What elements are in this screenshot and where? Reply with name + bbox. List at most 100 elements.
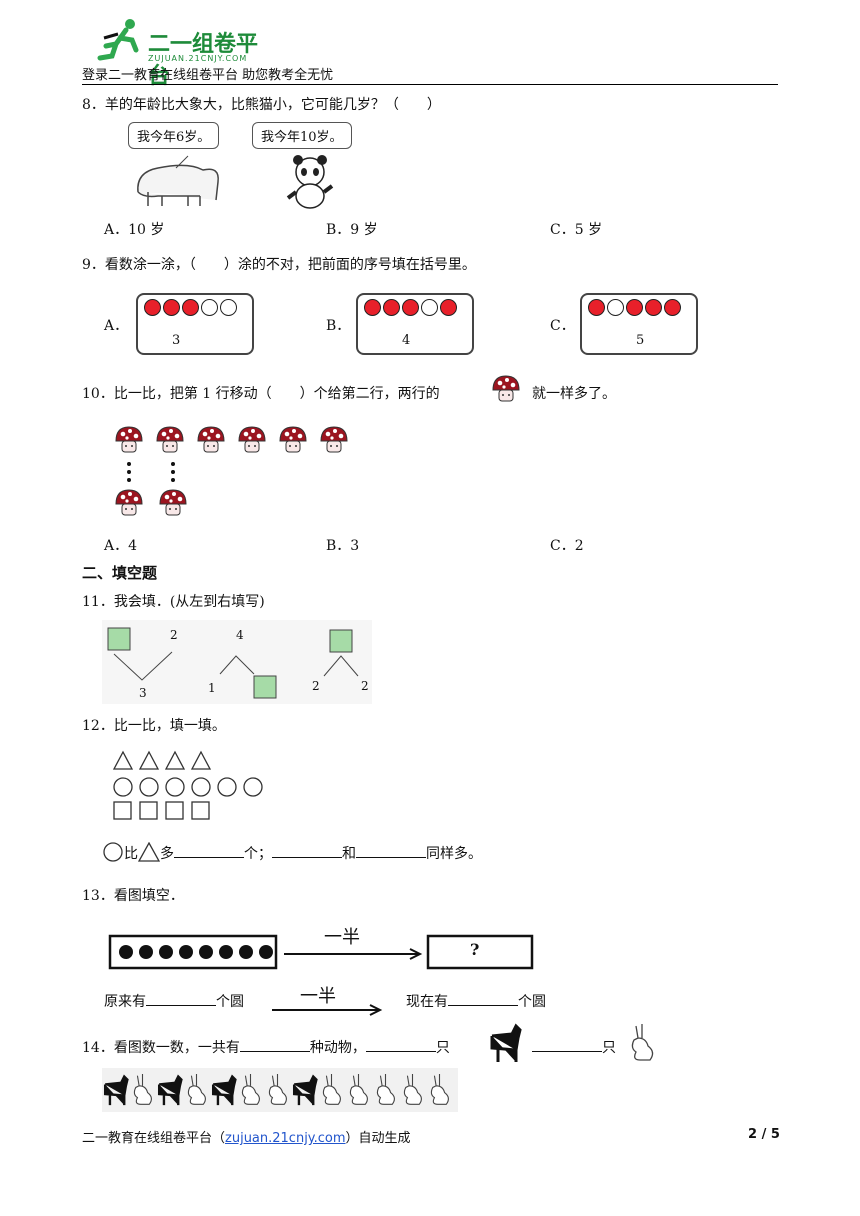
circle-icon [191, 777, 211, 797]
q14-blank-2[interactable] [365, 1039, 436, 1052]
circle-icon [217, 777, 237, 797]
square-icon [165, 801, 184, 820]
panda-icon [286, 155, 334, 209]
goat-icon [291, 1070, 318, 1114]
q9-option-c-label: C． [550, 318, 575, 334]
q13-arrow-label: 一半 [324, 927, 360, 948]
q8-option-b: B．9 岁 [326, 222, 378, 238]
triangle-icon [137, 841, 161, 862]
q12-fill-line: 比多个；和同样多。 [102, 841, 482, 863]
elephant-icon [137, 155, 219, 206]
mushroom-icon-row1 [155, 425, 185, 455]
q13-figure [108, 934, 534, 970]
square-icon [139, 801, 158, 820]
solid-dot [259, 945, 273, 959]
q13-question-mark: ? [470, 940, 480, 959]
q13-blank-1[interactable] [146, 993, 216, 1006]
rabbit-icon [264, 1070, 291, 1114]
logo: 二一组卷平台 ZUJUAN.21CNJY.COM [92, 16, 272, 89]
mushroom-icon-row1 [196, 425, 226, 455]
q13-arrow2 [272, 1004, 383, 1016]
q14-animal-row [102, 1068, 458, 1112]
rabbit-icon [372, 1070, 399, 1114]
q11-fig1-top-right: 2 [170, 628, 178, 642]
q9-text: 9．看数涂一涂，（ ）涂的不对，把前面的序号填在括号里。 [82, 257, 476, 273]
q14-blank-3[interactable] [532, 1039, 602, 1052]
q13-arrow-label-2: 一半 [300, 986, 336, 1007]
header-subtitle: 登录二一教育在线组卷平台 助您教考全无忧 [82, 68, 334, 83]
q13-blank-2[interactable] [448, 993, 518, 1006]
solid-dot [139, 945, 153, 959]
q13-fill-line: 原来有个圆 [104, 993, 244, 1010]
q8-bubble-elephant: 我今年6岁。 [128, 122, 220, 149]
q8-option-c: C．5 岁 [550, 222, 603, 238]
q11-fig2-top: 4 [236, 628, 244, 642]
q8-text: 8．羊的年龄比大象大，比熊猫小，它可能几岁？（ ） [82, 97, 441, 113]
dotted-link-2 [171, 462, 175, 486]
q13-fill-line-2: 现在有个圆 [406, 993, 546, 1010]
mushroom-icon-row1 [278, 425, 308, 455]
solid-dot [179, 945, 193, 959]
rabbit-icon [399, 1070, 426, 1114]
q9-b-number: 4 [402, 333, 411, 348]
solid-dot [239, 945, 253, 959]
goat-icon [102, 1070, 129, 1114]
q11-fig2-bottom-left: 1 [208, 681, 216, 695]
triangle-icon [138, 750, 160, 770]
q13-text: 13．看图填空． [82, 888, 184, 904]
q10-option-a: A．4 [104, 538, 138, 554]
q11-number-bond-figure [102, 620, 372, 704]
q9-option-c-box: 5 [580, 293, 698, 355]
page-number: 2 / 5 [748, 1127, 780, 1142]
circle-icon [243, 777, 263, 797]
q10-option-c: C．2 [550, 538, 584, 554]
q10-text-before: 10．比一比，把第 1 行移动（ ）个给第二行，两行的 [82, 386, 440, 402]
q9-option-b-box: 4 [356, 293, 474, 355]
q12-blank-2[interactable] [272, 845, 342, 858]
q8-option-a: A．10 岁 [104, 222, 165, 238]
square-icon [113, 801, 132, 820]
q12-blank-3[interactable] [356, 845, 426, 858]
q14-text-line: 14．看图数一数，一共有种动物，只 [82, 1039, 450, 1056]
header-divider [82, 84, 778, 85]
q11-fig3-bottom-right: 2 [361, 679, 369, 693]
section-title: 二、填空题 [82, 564, 158, 582]
mushroom-icon-inline [491, 374, 521, 404]
dotted-link-1 [127, 462, 131, 486]
goat-icon [210, 1070, 237, 1114]
q9-a-number: 3 [172, 333, 181, 348]
goat-icon [490, 1023, 522, 1062]
q12-text: 12．比一比，填一填。 [82, 718, 226, 734]
solid-dot [119, 945, 133, 959]
rabbit-icon [129, 1070, 156, 1114]
q11-text: 11．我会填．(从左到右填写) [82, 594, 265, 610]
logo-subtext: ZUJUAN.21CNJY.COM [148, 54, 248, 63]
mushroom-icon-row1 [319, 425, 349, 455]
q11-fig3-bottom-left: 2 [312, 679, 320, 693]
solid-dot [159, 945, 173, 959]
circle-icon [113, 777, 133, 797]
runner-logo-icon [97, 19, 139, 61]
triangle-icon [112, 750, 134, 770]
q9-c-number: 5 [636, 333, 645, 348]
q12-shapes-figure [112, 750, 263, 820]
q14-blank-1[interactable] [239, 1039, 310, 1052]
mushroom-icon-row2 [158, 488, 188, 518]
footer-link[interactable]: zujuan.21cnjy.com [225, 1131, 346, 1146]
q12-blank-1[interactable] [174, 845, 244, 858]
logo-text: 二一组卷平台 [148, 32, 259, 89]
mushroom-icon-row1 [237, 425, 267, 455]
solid-dot [219, 945, 233, 959]
mushroom-icon-row1 [114, 425, 144, 455]
circle-icon [165, 777, 185, 797]
q9-option-a-box: 3 [136, 293, 254, 355]
circle-icon [103, 842, 123, 862]
q9-option-b-label: B． [326, 318, 351, 334]
square-icon [191, 801, 210, 820]
solid-dot [199, 945, 213, 959]
rabbit-icon [426, 1070, 453, 1114]
q10-text-after: 就一样多了。 [532, 386, 616, 402]
q9-option-a-label: A． [104, 318, 129, 334]
rabbit-icon [345, 1070, 372, 1114]
circle-icon [139, 777, 159, 797]
